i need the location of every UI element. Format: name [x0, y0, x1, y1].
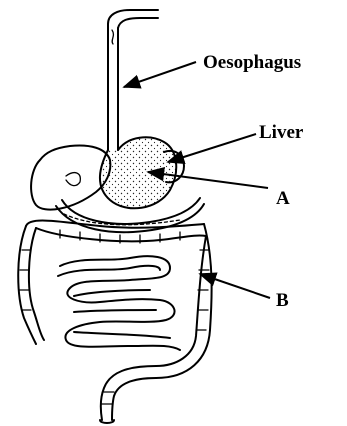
liver-arrow — [168, 134, 256, 162]
oesophagus-arrow — [124, 62, 196, 87]
small-intestine — [58, 256, 180, 350]
label-a: A — [276, 188, 290, 209]
label-b: B — [276, 290, 289, 311]
stomach — [100, 137, 176, 208]
large-intestine — [18, 221, 211, 378]
label-liver: Liver — [259, 122, 304, 143]
rectum — [100, 366, 156, 423]
oesophagus — [108, 10, 158, 150]
b-arrow — [200, 274, 270, 298]
label-oesophagus: Oesophagus — [203, 52, 301, 73]
